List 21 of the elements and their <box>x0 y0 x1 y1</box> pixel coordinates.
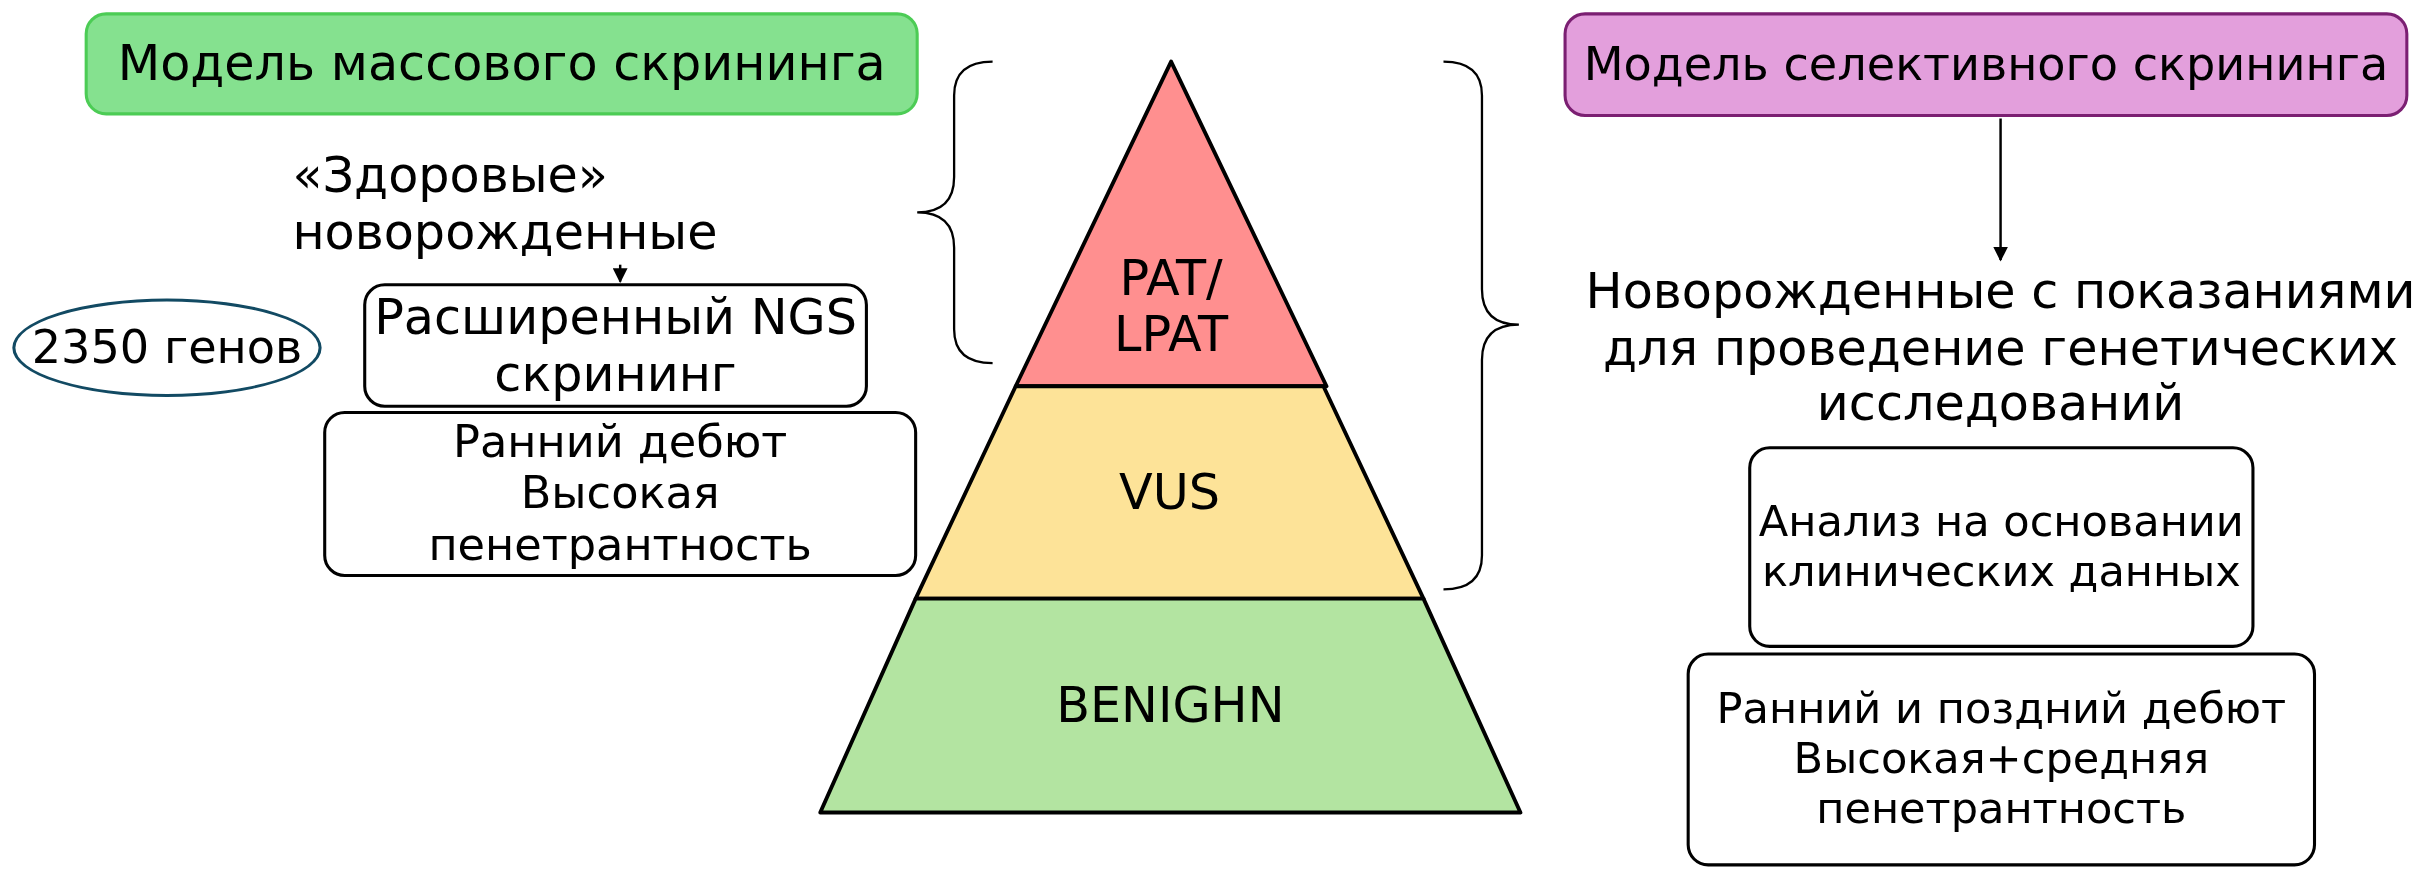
rounded-box <box>1563 12 2409 117</box>
arrow <box>612 264 628 284</box>
rounded-box <box>323 410 918 578</box>
tier-label: PAT/ LPAT <box>1113 250 1230 364</box>
box-label: Анализ на основании клинических данных <box>1757 497 2245 597</box>
tier-label: VUS <box>1118 464 1222 521</box>
box-label: Ранний дебют <box>453 417 788 469</box>
tier-label: BENIGHN <box>1055 677 1286 734</box>
arrow <box>1993 118 2008 262</box>
caption-text: «Здоровые» новорожденные <box>292 148 719 262</box>
box-label: Модель селективного скрининга <box>1583 38 2389 92</box>
rounded-box <box>1686 652 2317 867</box>
box-label: Расширенный NGS скрининг <box>373 288 858 403</box>
box-label: Модель массового скрининга <box>117 35 886 93</box>
box-label: Высокая пенетрантность <box>427 468 813 571</box>
box-label: Высокая+средняя пенетрантность <box>1792 734 2211 834</box>
rounded-box <box>84 12 919 116</box>
caption-text: Новорожденные с показаниями для проведение генетических исследований <box>1585 262 2413 433</box>
box-label: 2350 генов <box>31 321 303 375</box>
box-label: Ранний и поздний дебют <box>1716 685 2287 735</box>
rounded-box <box>1748 446 2255 648</box>
